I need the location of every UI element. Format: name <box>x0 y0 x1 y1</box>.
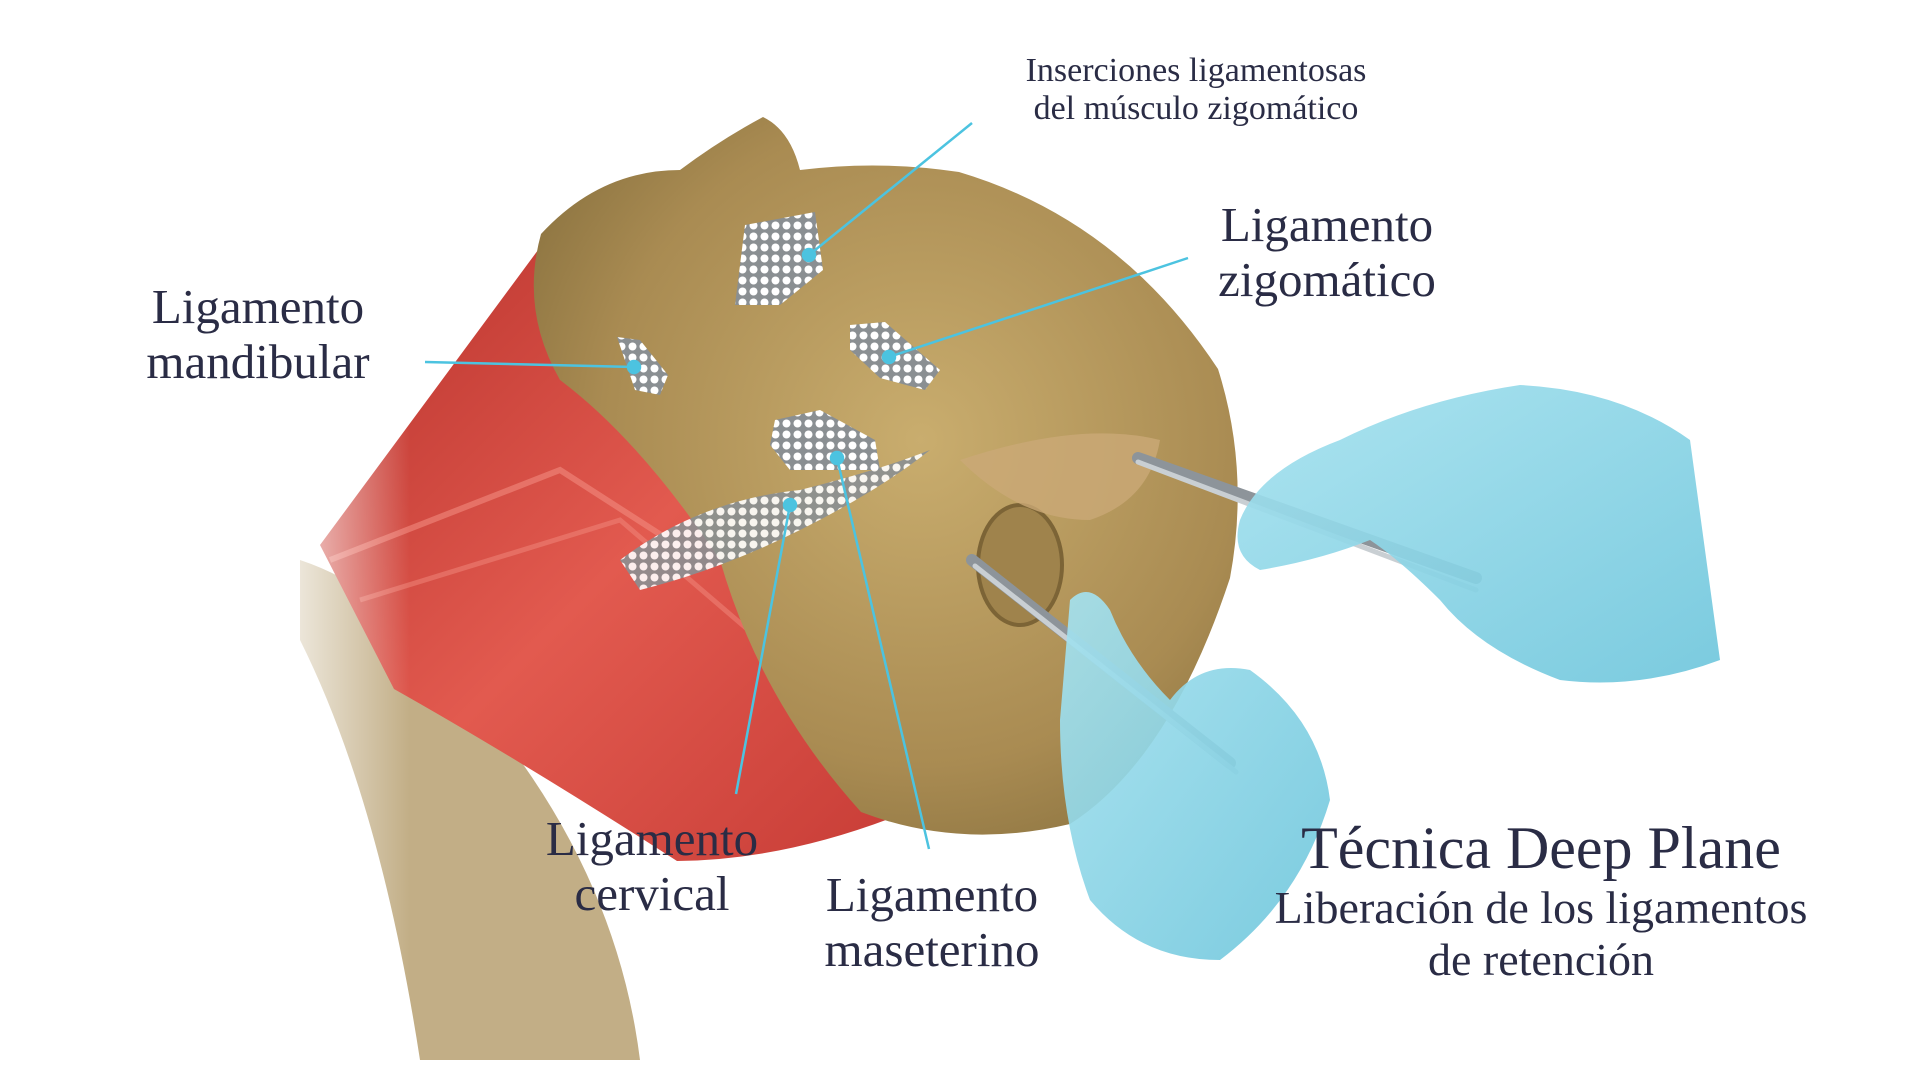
technique-title: Técnica Deep Plane <box>1301 815 1781 881</box>
leader-masseteric <box>835 457 931 850</box>
ear <box>976 503 1064 627</box>
leader-cervical <box>734 504 792 795</box>
label-cervical-ligament: Ligamento cervical <box>545 811 759 922</box>
technique-subtitle: de retención <box>1427 933 1655 985</box>
label-line: zigomático <box>1218 251 1436 307</box>
zygomatic-insertion-patch <box>735 212 823 305</box>
smas-flap <box>960 433 1160 520</box>
label-line: Ligamento <box>151 279 365 334</box>
leader-zygomatic-insertions <box>808 122 973 256</box>
cervical-ligament-patch <box>620 450 930 590</box>
label-mandibular-ligament: Ligamento mandibular <box>146 279 370 390</box>
label-zygomatic-ligament: Ligamento zigomático <box>1218 197 1436 308</box>
technique-title-block: Técnica Deep Plane Liberación de los lig… <box>1275 815 1808 985</box>
label-line: Ligamento <box>825 867 1039 922</box>
label-masseteric-ligament: Ligamento maseterino <box>824 867 1040 978</box>
mandibular-ligament-patch <box>617 337 668 395</box>
neck-muscles <box>320 246 935 861</box>
label-line: cervical <box>574 865 730 921</box>
right-gloved-hand <box>1237 385 1720 683</box>
masseteric-ligament-patch <box>770 410 880 470</box>
label-line: mandibular <box>146 333 370 389</box>
leader-zygomatic <box>888 256 1189 359</box>
label-zygomatic-insertions: Inserciones ligamentosas del músculo zig… <box>1026 52 1367 128</box>
leader-mandibular <box>424 360 635 369</box>
label-line: del músculo zigomático <box>1033 90 1359 128</box>
label-line: Ligamento <box>1220 197 1434 252</box>
label-line: Ligamento <box>545 811 759 866</box>
label-line: Inserciones ligamentosas <box>1025 52 1367 89</box>
left-gloved-hand <box>1060 592 1330 960</box>
technique-subtitle: Liberación de los ligamentos <box>1274 882 1808 934</box>
label-line: maseterino <box>824 921 1040 977</box>
